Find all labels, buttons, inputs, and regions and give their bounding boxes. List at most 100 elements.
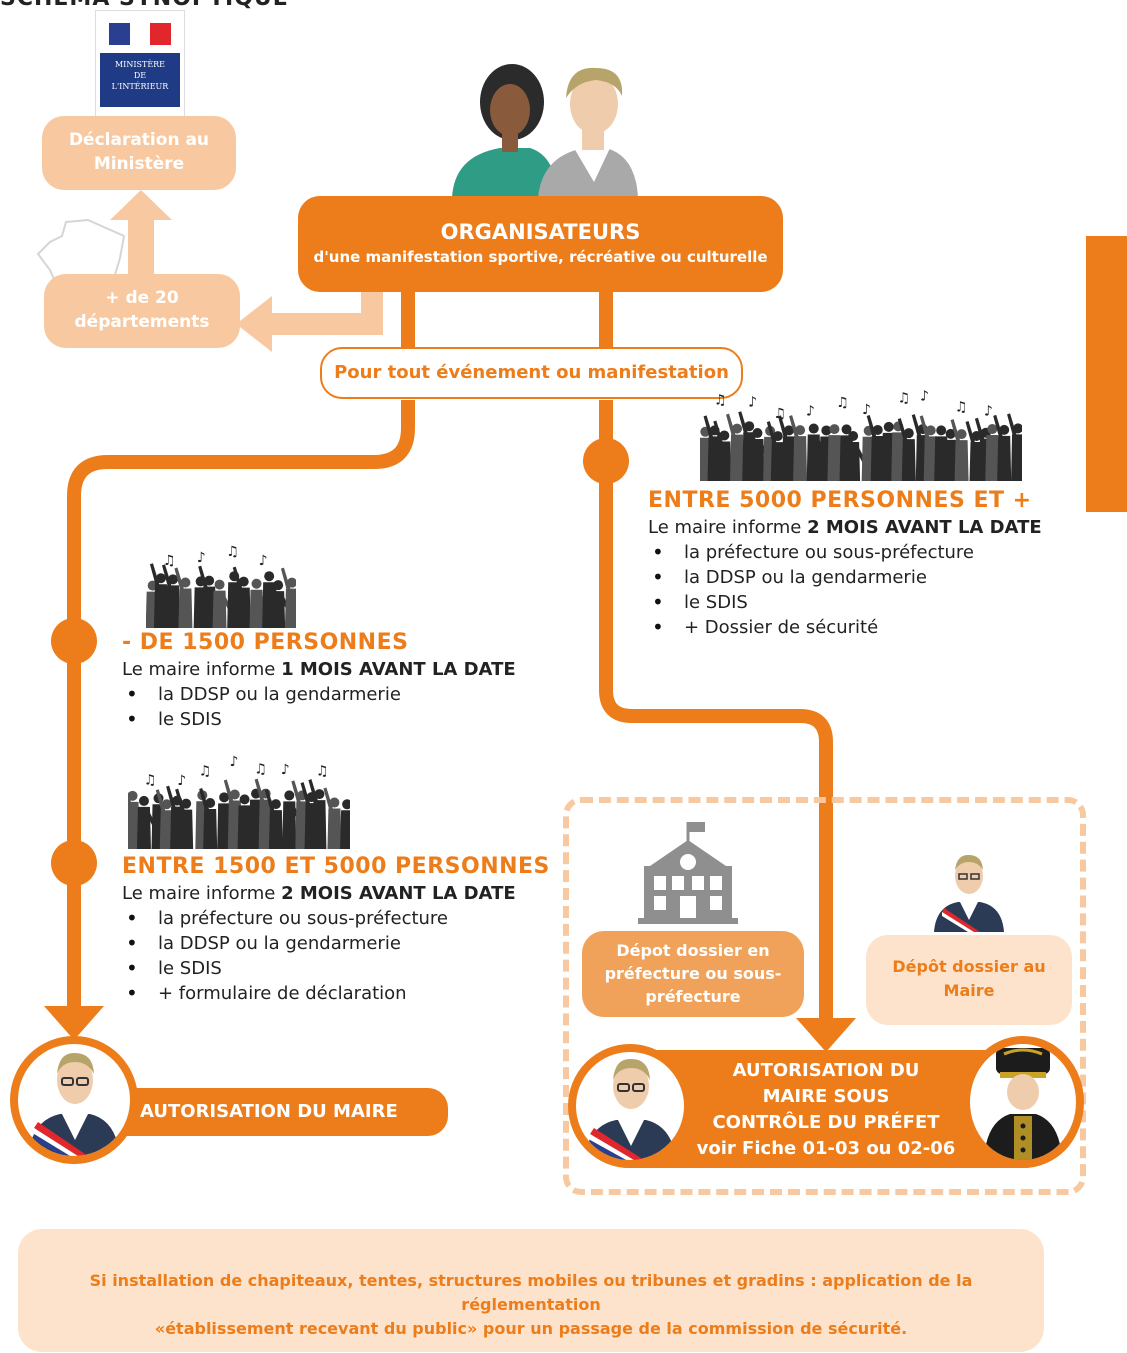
mayor-avatar-right: [568, 1044, 692, 1168]
organizers-title: ORGANISATEURS: [440, 220, 641, 244]
event-box: Pour tout événement ou manifestation: [320, 347, 743, 399]
section-large-list: la préfecture ou sous-préfecture la DDSP…: [648, 540, 1042, 639]
authorization-mayor-label: AUTORISATION DU MAIRE: [140, 1101, 398, 1122]
section-large: ENTRE 5000 PERSONNES ET + Le maire infor…: [648, 488, 1042, 642]
organizers-box: ORGANISATEURS d'une manifestation sporti…: [298, 196, 783, 292]
erp-note-line2: «établissement recevant du public» pour …: [154, 1319, 908, 1338]
logo-text-1: MINISTÈRE: [114, 60, 166, 69]
list-item: le SDIS: [648, 590, 1042, 614]
svg-text:♪: ♪: [229, 754, 238, 770]
svg-text:♫: ♫: [774, 406, 787, 422]
crowd-small-icon: ♫ ♪ ♫ ♪: [145, 538, 299, 628]
section-medium-intro-bold: 2 MOIS AVANT LA DATE: [281, 883, 516, 904]
svg-text:♫: ♫: [714, 393, 727, 409]
crowd-large-icon: ♫ ♪ ♫ ♪ ♫ ♪ ♫ ♪ ♫ ♪: [698, 385, 1026, 481]
logo-text-2: DE: [133, 71, 147, 80]
mayor-icon: [28, 1052, 120, 1156]
section-medium-list: la préfecture ou sous-préfecture la DDSP…: [122, 906, 550, 1005]
section-medium: ENTRE 1500 ET 5000 PERSONNES Le maire in…: [122, 854, 550, 1008]
prefect-area-dashed-box: [563, 797, 1086, 1195]
list-item: la DDSP ou la gendarmerie: [122, 682, 516, 706]
depot-prefecture-box: Dépot dossier en préfecture ou sous-préf…: [582, 931, 804, 1017]
authorization-prefect-line3: CONTRÔLE DU PRÉFET: [712, 1112, 940, 1133]
mayor-avatar-left: [10, 1036, 138, 1164]
node-medium: [51, 840, 97, 886]
list-item: la DDSP ou la gendarmerie: [122, 931, 550, 955]
svg-text:♫: ♫: [199, 764, 212, 780]
left-branch-arrow: [44, 1006, 104, 1040]
section-large-intro: Le maire informe 2 MOIS AVANT LA DATE: [648, 517, 1042, 538]
prefect-avatar: [962, 1036, 1084, 1168]
mayor-icon: [584, 1058, 676, 1160]
left-branch-line: [67, 400, 415, 1010]
prefect-icon: [975, 1048, 1071, 1160]
crowd-silhouettes: ♫ ♪ ♫ ♪ ♫ ♪ ♫: [121, 754, 360, 849]
svg-text:♪: ♪: [984, 403, 993, 419]
authorization-prefect-line2: MAIRE SOUS: [762, 1086, 890, 1107]
ministry-logo: MINISTÈRE DE L'INTÉRIEUR: [95, 10, 185, 126]
svg-text:♪: ♪: [862, 402, 871, 418]
list-item: + formulaire de déclaration: [122, 981, 550, 1005]
erp-note-line1: Si installation de chapiteaux, tentes, s…: [89, 1271, 973, 1314]
svg-text:♫: ♫: [226, 544, 239, 560]
svg-text:♫: ♫: [163, 553, 176, 569]
list-item: la préfecture ou sous-préfecture: [648, 540, 1042, 564]
svg-text:♫: ♫: [836, 395, 849, 411]
section-small: - DE 1500 PERSONNES Le maire informe 1 M…: [122, 630, 516, 734]
svg-text:♫: ♫: [955, 400, 968, 416]
svg-text:♫: ♫: [316, 763, 329, 779]
svg-text:♫: ♫: [254, 762, 267, 778]
svg-text:♪: ♪: [259, 553, 268, 569]
authorization-prefect-line4: voir Fiche 01-03 ou 02-06: [696, 1138, 956, 1159]
right-branch-line: [599, 400, 833, 1022]
node-large: [583, 438, 629, 484]
organizers-people-icon: [452, 64, 638, 198]
section-large-title: ENTRE 5000 PERSONNES ET +: [648, 488, 1032, 513]
section-small-intro-bold: 1 MOIS AVANT LA DATE: [281, 659, 516, 680]
authorization-prefect-line1: AUTORISATION DU: [732, 1060, 920, 1081]
depot-maire-box: Dépôt dossier au Maire: [866, 935, 1072, 1025]
mayor-small-icon: [934, 854, 1004, 932]
section-medium-intro: Le maire informe 2 MOIS AVANT LA DATE: [122, 883, 550, 904]
right-branch-arrow: [796, 1018, 856, 1052]
node-small: [51, 618, 97, 664]
left-arrow-shaft: [262, 292, 383, 335]
crowd-medium-icon: ♫ ♪ ♫ ♪ ♫ ♪ ♫: [121, 753, 360, 849]
section-large-intro-text: Le maire informe: [648, 517, 802, 538]
svg-text:♪: ♪: [177, 773, 186, 789]
logo-text-3: L'INTÉRIEUR: [111, 82, 169, 91]
svg-text:♪: ♪: [920, 388, 929, 404]
list-item: la DDSP ou la gendarmerie: [648, 565, 1042, 589]
organizers-subtitle: d'une manifestation sportive, récréative…: [313, 248, 768, 266]
erp-note-box: Si installation de chapiteaux, tentes, s…: [18, 1229, 1044, 1352]
section-medium-title: ENTRE 1500 ET 5000 PERSONNES: [122, 854, 550, 879]
list-item: + Dossier de sécurité: [648, 615, 1042, 639]
up-arrow-shaft: [128, 218, 154, 276]
svg-text:♪: ♪: [748, 394, 757, 410]
section-small-intro: Le maire informe 1 MOIS AVANT LA DATE: [122, 659, 516, 680]
side-bar: [1086, 236, 1127, 512]
svg-text:♫: ♫: [898, 391, 911, 407]
crowd-silhouettes: ♫ ♪ ♫ ♪: [145, 544, 299, 628]
ministry-declaration-box: Déclaration au Ministère: [42, 116, 236, 190]
svg-text:♪: ♪: [806, 403, 815, 419]
prefecture-building-icon: [638, 822, 738, 924]
svg-text:♪: ♪: [197, 550, 206, 566]
section-large-intro-bold: 2 MOIS AVANT LA DATE: [807, 517, 1042, 538]
left-arrow-head: [236, 296, 272, 352]
svg-text:♪: ♪: [281, 762, 290, 778]
french-flag-icon: [109, 23, 172, 45]
section-small-list: la DDSP ou la gendarmerie le SDIS: [122, 682, 516, 731]
up-arrow-head: [110, 190, 172, 220]
list-item: la préfecture ou sous-préfecture: [122, 906, 550, 930]
list-item: le SDIS: [122, 707, 516, 731]
section-small-intro-text: Le maire informe: [122, 659, 276, 680]
page-heading: SCHÉMA SYNOPTIQUE: [0, 0, 289, 11]
crowd-silhouettes: ♫ ♪ ♫ ♪ ♫ ♪ ♫ ♪ ♫ ♪: [698, 388, 1026, 481]
ministry-logo-band: MINISTÈRE DE L'INTÉRIEUR: [100, 53, 180, 107]
list-item: le SDIS: [122, 956, 550, 980]
departments-box: + de 20 départements: [44, 274, 240, 348]
svg-text:♫: ♫: [144, 773, 157, 789]
section-small-title: - DE 1500 PERSONNES: [122, 630, 409, 655]
